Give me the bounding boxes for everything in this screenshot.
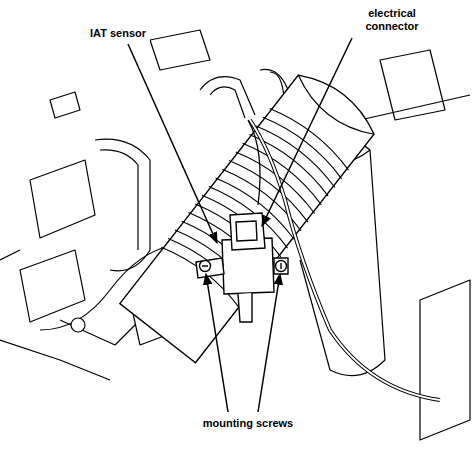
- leader-line: [206, 274, 228, 412]
- background-parts: [0, 30, 470, 440]
- hose: [95, 139, 150, 271]
- bracket-box: [30, 160, 95, 238]
- leader-lines: [128, 38, 352, 412]
- part-label: mounting screws: [196, 416, 300, 431]
- harness: [248, 120, 440, 400]
- intake-duct: [118, 64, 383, 364]
- leader-line: [258, 274, 280, 412]
- part-label: electrical connector: [352, 6, 432, 34]
- leader-line: [128, 44, 217, 243]
- sensor-tip: [238, 293, 252, 322]
- part-label: IAT sensor: [86, 26, 150, 41]
- module-box: [20, 250, 85, 322]
- small-connector: [50, 92, 80, 118]
- top-hose: [200, 77, 255, 115]
- leader-line: [262, 38, 352, 226]
- sensor-connector: [230, 213, 265, 250]
